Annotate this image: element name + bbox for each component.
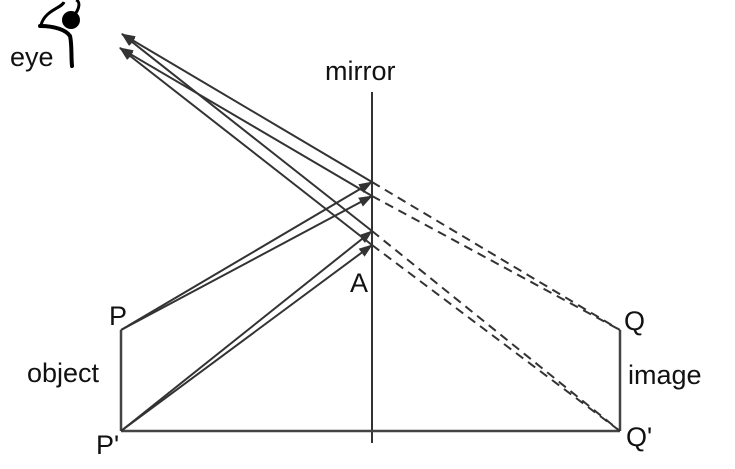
incident-ray-p-2 — [120, 195, 373, 331]
reflected-ray-4 — [119, 47, 373, 246]
reflected-ray-2 — [119, 47, 373, 197]
virtual-ray-2 — [371, 195, 621, 331]
reflected-ray-1 — [121, 33, 373, 183]
eye-label: eye — [10, 42, 54, 72]
incident-ray-p-1 — [120, 181, 373, 331]
incident-ray-p-prime-2 — [120, 244, 373, 432]
virtual-ray-3 — [371, 230, 621, 432]
virtual-ray-4 — [371, 244, 621, 432]
object-label: object — [27, 358, 100, 388]
point-a-label: A — [350, 268, 368, 298]
point-p-label: P — [109, 301, 127, 331]
point-p-prime-label: P' — [96, 430, 119, 460]
point-q-label: Q — [624, 306, 645, 336]
point-q-prime-label: Q' — [626, 422, 652, 452]
eye-icon — [38, 0, 81, 68]
reflected-ray-3 — [121, 33, 373, 232]
image-label: image — [628, 360, 702, 390]
mirror-label: mirror — [325, 56, 395, 86]
virtual-ray-1 — [371, 181, 621, 331]
incident-ray-p-prime-1 — [120, 230, 373, 432]
